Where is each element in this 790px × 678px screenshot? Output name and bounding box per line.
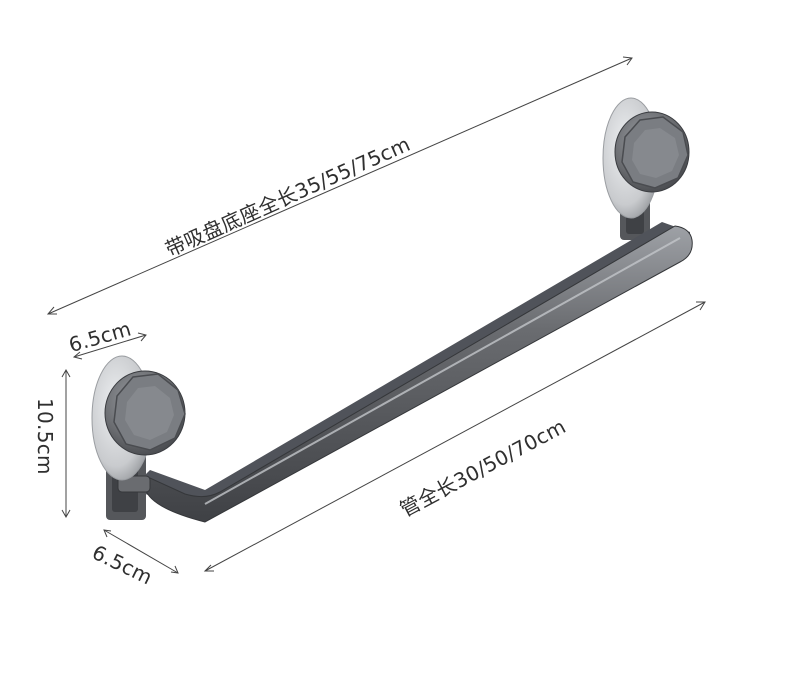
right-suction-mount (602, 97, 690, 240)
left-suction-mount (91, 355, 186, 520)
cup-diameter-line (73, 334, 147, 358)
towel-bar-tube (132, 222, 693, 523)
overall-length-line (47, 57, 633, 315)
tube-length-line (204, 301, 706, 572)
base-depth-line (103, 529, 179, 574)
dimension-lines (46, 56, 706, 574)
height-label: 10.5cm (33, 398, 57, 475)
